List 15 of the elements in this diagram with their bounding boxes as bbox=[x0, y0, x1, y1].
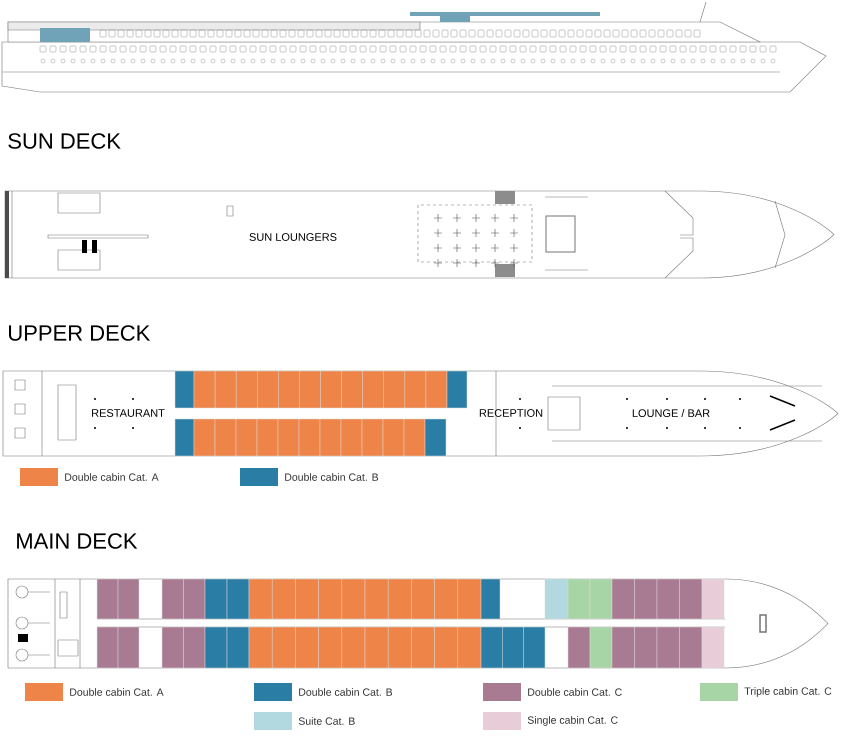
area-label: LOUNGE / BAR bbox=[632, 408, 710, 418]
deck-title: UPPER DECK bbox=[9, 325, 150, 341]
area-label: SUN LOUNGERS bbox=[250, 233, 336, 241]
legend-label: Triple cabin Cat. C bbox=[744, 687, 832, 697]
deck-title: MAIN DECK bbox=[17, 533, 138, 549]
legend-label: Double cabin Cat. C bbox=[528, 688, 622, 696]
area-label: RESTAURANT bbox=[92, 409, 165, 417]
legend-label: Double cabin Cat. A bbox=[70, 688, 164, 696]
legend-label: Double cabin Cat. B bbox=[299, 688, 392, 696]
area-label: RECEPTION bbox=[480, 409, 542, 417]
legend-label: Single cabin Cat. C bbox=[528, 716, 618, 726]
deck-title: SUN DECK bbox=[8, 133, 121, 149]
legend-label: Suite Cat. B bbox=[298, 717, 355, 725]
legend-label: Double cabin Cat. A bbox=[65, 473, 159, 481]
legend-label: Double cabin Cat. B bbox=[285, 473, 378, 481]
